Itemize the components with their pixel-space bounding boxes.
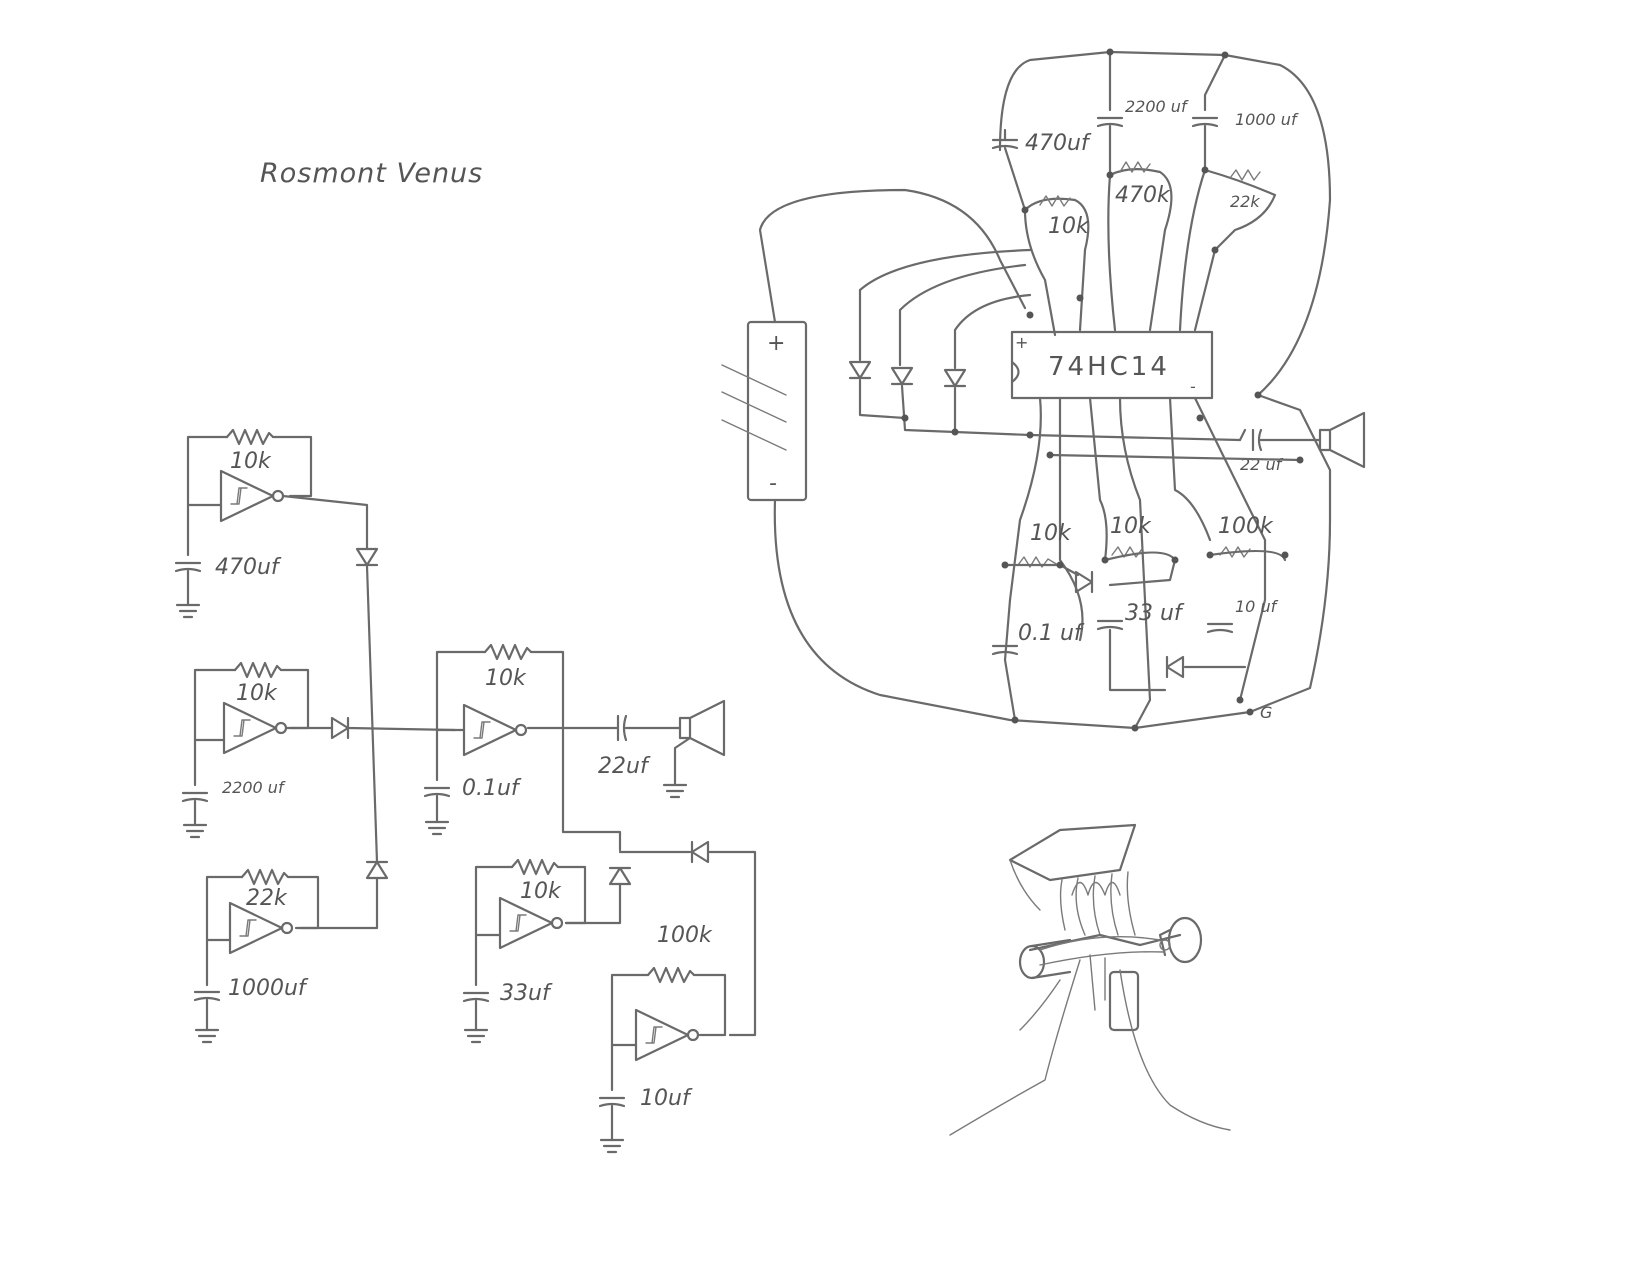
layout-cap2-label: 2200 uf — [1125, 97, 1189, 116]
osc2-resistor-label: 10k — [236, 681, 278, 706]
oscillator-6: 100k 10uf — [598, 923, 727, 1154]
osc2-diode — [330, 716, 350, 740]
layout-bres3-label: 100k — [1218, 514, 1274, 539]
osc5-resistor-label: 10k — [520, 879, 562, 904]
osc1-resistor-label: 10k — [230, 449, 272, 474]
battery-minus-label: - — [769, 471, 777, 496]
oscillator-1: 10k 470uf — [174, 428, 369, 619]
physical-layout: + - 470uf 2200 uf 1000 uf — [721, 48, 1366, 732]
layout-bres1-label: 10k — [1030, 521, 1072, 546]
osc6-capacitor-label: 10uf — [640, 1086, 693, 1111]
layout-speaker: 22 uf — [1238, 411, 1366, 474]
layout-bcap2-label: 33 uf — [1125, 601, 1185, 626]
osc3-resistor-label: 22k — [246, 886, 288, 911]
osc3-diode — [365, 860, 389, 880]
oscillator-4: 10k 0.1uf — [423, 643, 565, 836]
osc5-diode — [608, 866, 632, 886]
osc5-capacitor-label: 33uf — [500, 981, 553, 1006]
speaker-output: 22uf — [561, 699, 726, 799]
osc4-capacitor-label: 0.1uf — [462, 776, 522, 801]
diagram-title: Rosmont Venus — [260, 158, 483, 189]
layout-ground-label: G — [1260, 703, 1272, 722]
chip-minus-label: - — [1190, 377, 1196, 396]
battery: + - — [721, 320, 808, 502]
oscillator-2: 10k 2200 uf — [181, 661, 334, 839]
layout-res2-label: 470k — [1115, 183, 1171, 208]
oscillator-3: 22k 1000uf — [193, 868, 379, 1044]
osc1-diode — [355, 547, 379, 567]
osc6-resistor-label: 100k — [657, 923, 713, 948]
oscillator-5: 10k 33uf — [462, 858, 622, 1044]
osc6-diode — [690, 840, 710, 864]
output-capacitor-label: 22uf — [598, 754, 651, 779]
battery-plus-label: + — [767, 331, 785, 356]
speaker-icon — [678, 699, 726, 757]
osc3-capacitor-label: 1000uf — [228, 976, 309, 1001]
osc1-capacitor-label: 470uf — [215, 555, 282, 580]
layout-speaker-icon — [1318, 411, 1366, 469]
layout-bres2-label: 10k — [1110, 514, 1152, 539]
assembly-sketch — [949, 823, 1231, 1136]
chip-plus-label: + — [1015, 333, 1028, 352]
junction-dots — [901, 48, 1304, 732]
layout-res3-label: 22k — [1230, 192, 1260, 211]
layout-cap1-label: 470uf — [1025, 131, 1092, 156]
osc4-resistor-label: 10k — [485, 666, 527, 691]
chip-74hc14: + 74HC14 - — [1010, 330, 1214, 400]
chip-label: 74HC14 — [1048, 352, 1170, 382]
layout-bcap3-label: 10 uf — [1235, 597, 1279, 616]
top-resistors: 10k 470k 22k — [1003, 124, 1277, 337]
layout-res1-label: 10k — [1048, 214, 1090, 239]
top-caps: 470uf 2200 uf 1000 uf — [991, 50, 1299, 156]
layout-bcap1-label: 0.1 uf — [1018, 621, 1085, 646]
layout-diodes — [848, 248, 1242, 442]
schematic: 10k 470uf 10k 2200 uf — [174, 428, 757, 1154]
layout-cap3-label: 1000 uf — [1235, 110, 1299, 129]
osc2-capacitor-label: 2200 uf — [222, 778, 286, 797]
